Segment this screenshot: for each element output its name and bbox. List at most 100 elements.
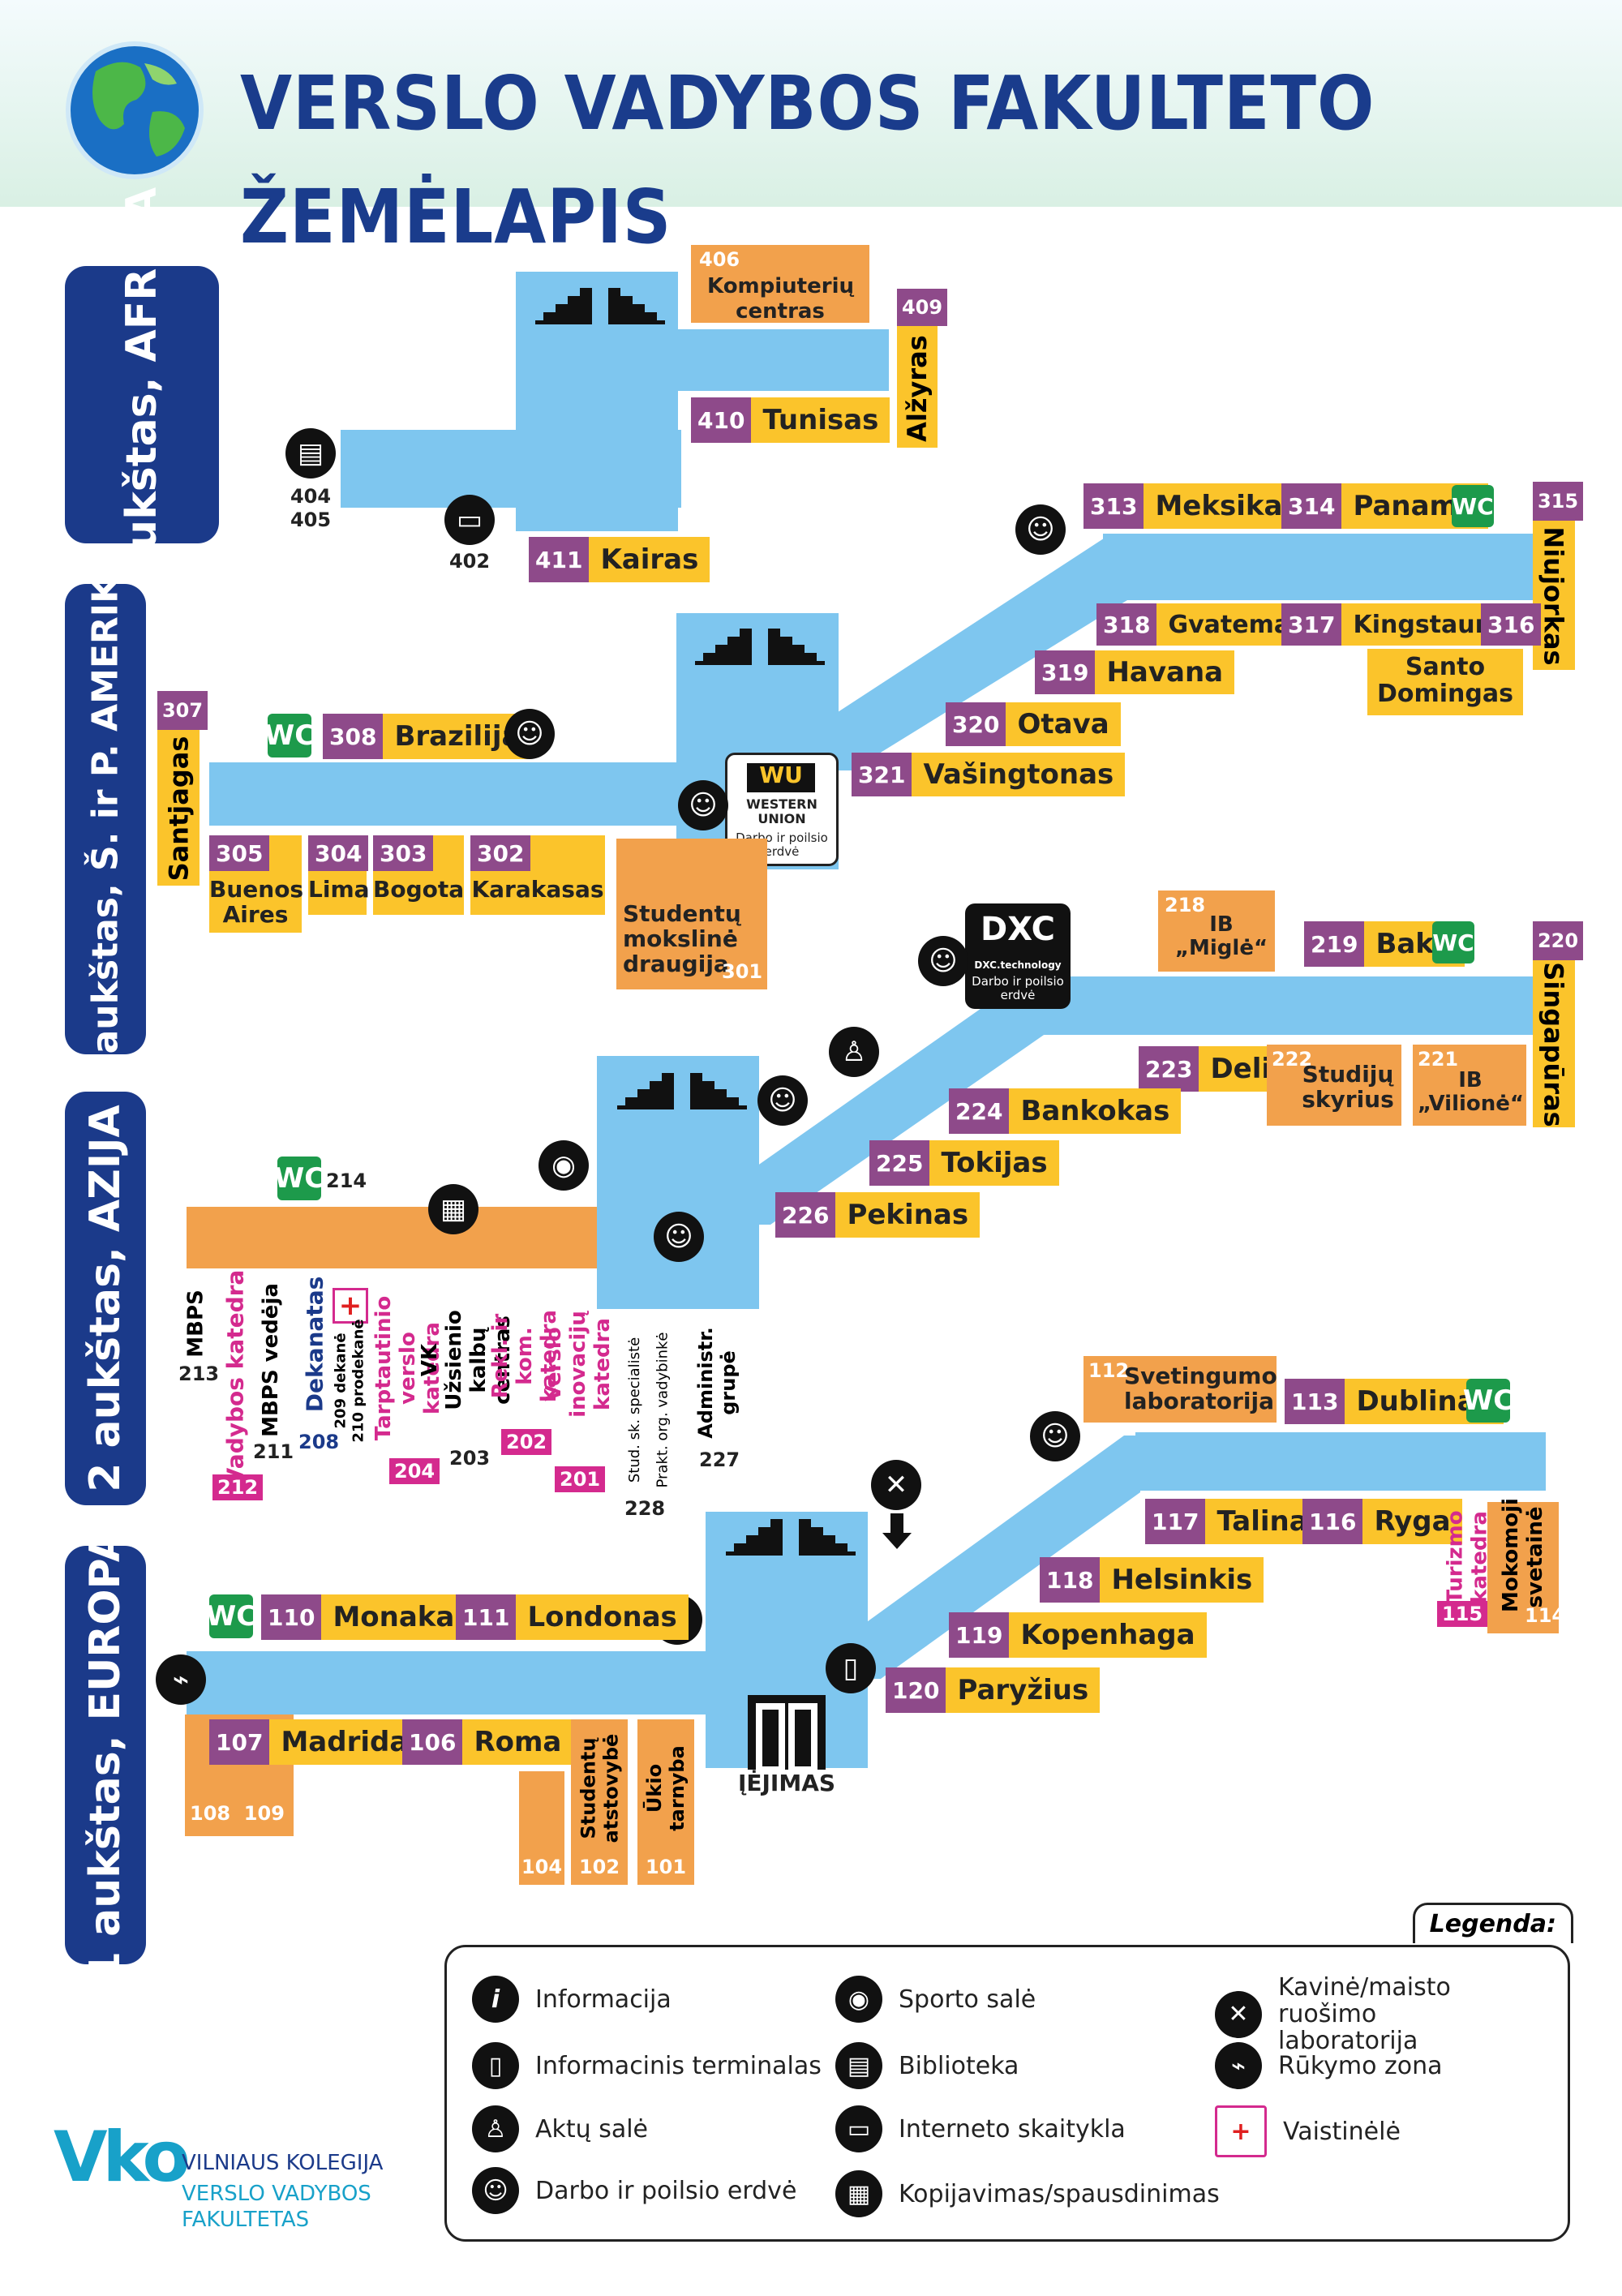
room-228-label-b: Prakt. org. vadybinkė bbox=[654, 1332, 672, 1487]
room-224-name: Bankokas bbox=[1009, 1088, 1182, 1134]
room-304[interactable]: 304 Lima bbox=[308, 835, 370, 915]
room-222[interactable]: 222 Studijų skyrius bbox=[1267, 1045, 1401, 1126]
room-201-label: Verslo inovacijų katedra bbox=[542, 1311, 616, 1418]
wc-floor2-east[interactable]: WC bbox=[1432, 921, 1474, 963]
room-224[interactable]: 224 Bankokas bbox=[949, 1088, 1182, 1134]
room-220[interactable]: 220 Singapūras bbox=[1533, 921, 1583, 1127]
room-305-number: 305 bbox=[209, 835, 270, 871]
room-203-label: VK Užsienio kalbų centras bbox=[418, 1310, 516, 1410]
legend-item-cafe: ✕Kavinė/maisto ruošimo laboratorija bbox=[1215, 1974, 1521, 2054]
room-304-number: 304 bbox=[308, 835, 369, 871]
room-116[interactable]: 116 Ryga bbox=[1302, 1499, 1462, 1544]
room-404-405: 404 405 bbox=[290, 485, 332, 531]
room-228-number: 228 bbox=[624, 1497, 666, 1520]
room-411[interactable]: 411 Kairas bbox=[529, 537, 710, 582]
wc-floor3-west[interactable]: WC bbox=[264, 714, 315, 757]
wc-floor1-west[interactable]: WC bbox=[206, 1594, 256, 1638]
room-111[interactable]: 111 Londonas bbox=[456, 1594, 689, 1640]
room-212-label: Vadybos katedra bbox=[221, 1269, 249, 1485]
work-rest-area-icon: ☺ bbox=[1030, 1411, 1080, 1461]
room-221[interactable]: 221 IB „Vilionė“ bbox=[1413, 1045, 1526, 1126]
room-115-number: 115 bbox=[1437, 1601, 1488, 1627]
room-410-name: Tunisas bbox=[751, 397, 890, 443]
room-119[interactable]: 119 Kopenhaga bbox=[949, 1612, 1207, 1658]
wc-floor1-east[interactable]: WC bbox=[1463, 1379, 1513, 1423]
room-313[interactable]: 313 Meksikas bbox=[1083, 483, 1311, 529]
room-406-number: 406 bbox=[699, 248, 740, 271]
room-305[interactable]: 305 Buenos Aires bbox=[209, 835, 304, 933]
room-114[interactable]: Mokomoji svetainė 114 bbox=[1487, 1498, 1565, 1633]
legend-item-work-rest: ☺Darbo ir poilsio erdvė bbox=[472, 2167, 796, 2214]
room-406[interactable]: 406 Kompiuterių centras bbox=[691, 245, 869, 324]
room-302[interactable]: 302 Karakasas bbox=[470, 835, 605, 915]
room-221-name: IB „Vilionė“ bbox=[1418, 1068, 1525, 1116]
room-315[interactable]: 315 Niujorkas bbox=[1533, 482, 1583, 670]
information-icon: i bbox=[472, 1976, 519, 2023]
room-320[interactable]: 320 Otava bbox=[946, 702, 1121, 746]
room-316-name[interactable]: Santo Domingas bbox=[1367, 649, 1523, 715]
room-316-number: 316 bbox=[1481, 603, 1542, 646]
room-409-name: Alžyras bbox=[902, 335, 933, 442]
wc-floor2-west[interactable]: WC bbox=[274, 1157, 324, 1200]
room-307[interactable]: 307 Santjagas bbox=[157, 691, 208, 886]
room-120[interactable]: 120 Paryžius bbox=[886, 1667, 1101, 1713]
room-319[interactable]: 319 Havana bbox=[1035, 650, 1235, 694]
floor2-corridor-ramp bbox=[754, 973, 1046, 1225]
room-226-name: Pekinas bbox=[835, 1192, 980, 1238]
floor-2-bar: 2 aukštas, AZIJA bbox=[65, 1092, 146, 1505]
info-terminal-icon: ▯ bbox=[826, 1643, 876, 1693]
room-120-number: 120 bbox=[886, 1667, 946, 1713]
floor-2-label: 2 aukštas, AZIJA bbox=[81, 1105, 131, 1492]
room-102[interactable]: Studentų atstovybė 102 bbox=[571, 1719, 628, 1885]
room-106[interactable]: 106 Roma bbox=[402, 1719, 573, 1765]
room-203-number: 203 bbox=[449, 1447, 491, 1470]
room-301[interactable]: Studentų mokslinė draugija 301 bbox=[616, 839, 767, 989]
smoking-zone-icon: ⌁ bbox=[1215, 2042, 1262, 2089]
room-303[interactable]: 303 Bogota bbox=[373, 835, 464, 915]
dxc-area[interactable]: DXC DXC.technology Darbo ir poilsio erdv… bbox=[965, 903, 1071, 1009]
room-112[interactable]: 112 Svetingumo laboratorija bbox=[1083, 1356, 1277, 1423]
room-220-name: Singapūras bbox=[1538, 962, 1569, 1127]
room-213-number: 213 bbox=[178, 1363, 220, 1385]
legend-item-smoking: ⌁Rūkymo zona bbox=[1215, 2042, 1443, 2089]
room-101[interactable]: Ūkio tarnyba 101 bbox=[637, 1719, 694, 1885]
legend-title: Legenda: bbox=[1412, 1903, 1573, 1943]
room-110-name: Monakas bbox=[321, 1594, 483, 1640]
room-219[interactable]: 219 Baku bbox=[1304, 921, 1465, 967]
room-118[interactable]: 118 Helsinkis bbox=[1040, 1557, 1264, 1603]
room-308[interactable]: 308 Brazilija bbox=[323, 714, 532, 759]
room-318[interactable]: 318 Gvatemala bbox=[1096, 603, 1327, 646]
faculty-name-line1: VERSLO VADYBOS bbox=[182, 2182, 371, 2206]
college-logo-mark: Vko bbox=[54, 2117, 191, 2198]
room-227-label: Administr. grupė bbox=[694, 1327, 740, 1439]
work-rest-area-icon: ☺ bbox=[757, 1075, 808, 1126]
faculty-name-line2: FAKULTETAS bbox=[182, 2208, 310, 2232]
room-218[interactable]: 218 IB „Miglė“ bbox=[1158, 891, 1275, 972]
wc-floor3-east[interactable]: WC bbox=[1452, 485, 1494, 527]
work-rest-area-icon: ☺ bbox=[1015, 504, 1066, 555]
room-227-number: 227 bbox=[699, 1448, 740, 1471]
room-321[interactable]: 321 Vašingtonas bbox=[852, 753, 1126, 796]
room-221-number: 221 bbox=[1418, 1048, 1459, 1071]
room-409[interactable]: 409 Alžyras bbox=[897, 289, 947, 448]
room-319-number: 319 bbox=[1035, 650, 1096, 694]
legend-item-terminal: ▯Informacinis terminalas bbox=[472, 2042, 822, 2089]
floor1-corridor-ramp bbox=[865, 1429, 1140, 1679]
room-110[interactable]: 110 Monakas bbox=[261, 1594, 483, 1640]
room-114-number: 114 bbox=[1525, 1604, 1566, 1627]
room-119-name: Kopenhaga bbox=[1009, 1612, 1207, 1658]
floor-4-bar: 4 aukštas, AFRIKA bbox=[65, 187, 219, 622]
room-226[interactable]: 226 Pekinas bbox=[775, 1192, 980, 1238]
room-315-name: Niujorkas bbox=[1538, 526, 1569, 666]
room-104[interactable]: 104 bbox=[519, 1771, 564, 1885]
library-icon: ▤ bbox=[285, 428, 336, 479]
room-201-number: 201 bbox=[555, 1466, 606, 1492]
room-211-number: 211 bbox=[253, 1440, 294, 1463]
room-305-name: Buenos Aires bbox=[209, 876, 304, 928]
room-225[interactable]: 225 Tokijas bbox=[869, 1140, 1059, 1186]
room-118-number: 118 bbox=[1040, 1557, 1101, 1603]
room-304-name: Lima bbox=[308, 876, 370, 903]
room-118-name: Helsinkis bbox=[1100, 1557, 1264, 1603]
room-410[interactable]: 410 Tunisas bbox=[691, 397, 890, 443]
